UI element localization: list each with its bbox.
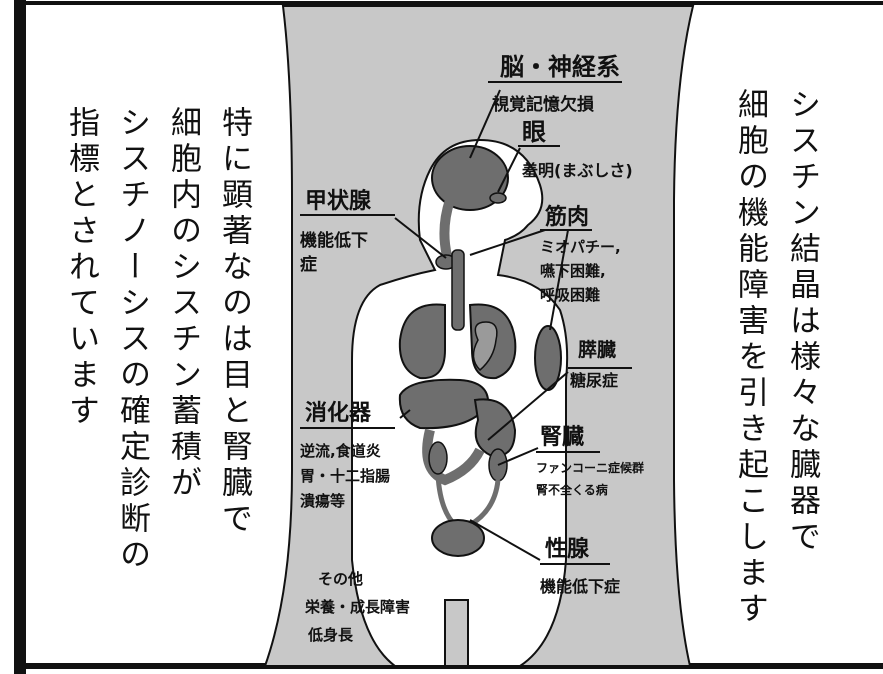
trachea-icon xyxy=(451,249,465,331)
eye-icon xyxy=(489,192,507,204)
brain-desc: 視覚記憶欠損 xyxy=(491,94,595,115)
muscle-title: 筋肉 xyxy=(544,204,589,230)
pancreas-desc: 糖尿症 xyxy=(570,371,618,390)
other-desc-2: 栄養・成長障害 xyxy=(304,598,410,616)
left-caption-line-1: 特に顕著なのは目と腎臓で xyxy=(216,106,252,538)
eye-desc: 羞明(まぶしさ) xyxy=(521,161,633,180)
digestive-title: 消化器 xyxy=(305,400,372,426)
pancreas-title: 膵臓 xyxy=(578,338,616,361)
digestive-desc-2: 胃・十二指腸 xyxy=(300,467,390,485)
right-caption-line-1: シスチン結晶は様々な臓器で xyxy=(784,88,820,556)
spinal-cord-icon xyxy=(439,198,455,262)
digestive-desc-1: 逆流,食道炎 xyxy=(300,442,381,460)
left-caption-line-2: 細胞内のシスチン蓄積が xyxy=(165,106,201,502)
intestine-icon xyxy=(422,428,485,486)
thyroid-desc-1: 機能低下 xyxy=(300,230,368,251)
thyroid-title: 甲状腺 xyxy=(305,189,372,214)
leader-lines xyxy=(394,89,569,561)
eye-title: 眼 xyxy=(522,118,546,146)
gonad-title: 性腺 xyxy=(545,537,590,562)
right-caption-line-2: 細胞の機能障害を引き起こします xyxy=(732,88,768,628)
muscle-desc-2: 嚥下困難, xyxy=(540,262,606,280)
bladder-icon xyxy=(431,519,485,557)
kidney-left-icon xyxy=(428,441,448,475)
left-caption-line-3: シスチノーシスの確定診断の xyxy=(114,106,150,574)
label-underlines xyxy=(300,81,632,565)
muscle-desc-1: ミオパチー, xyxy=(540,238,621,256)
heart-icon xyxy=(472,321,498,372)
stomach-icon xyxy=(473,398,517,457)
digestive-desc-3: 潰瘍等 xyxy=(300,492,345,510)
left-border-bar xyxy=(14,0,26,674)
left-caption-line-4: 指標とされています xyxy=(63,106,99,430)
kidney-desc-1: ファンコーニ症候群 xyxy=(536,460,644,475)
brain-title: 脳・神経系 xyxy=(500,53,620,81)
other-desc-3: 低身長 xyxy=(307,626,354,644)
kidney-desc-2: 腎不全くる病 xyxy=(536,482,608,497)
brain-icon xyxy=(431,145,509,211)
other-desc-1: その他 xyxy=(318,570,363,588)
thyroid-desc-2: 症 xyxy=(300,254,317,275)
gonad-desc: 機能低下症 xyxy=(540,577,620,596)
kidney-title: 腎臓 xyxy=(540,425,584,450)
lung-left-icon xyxy=(398,303,446,380)
muscle-desc-3: 呼吸困難 xyxy=(540,286,600,304)
